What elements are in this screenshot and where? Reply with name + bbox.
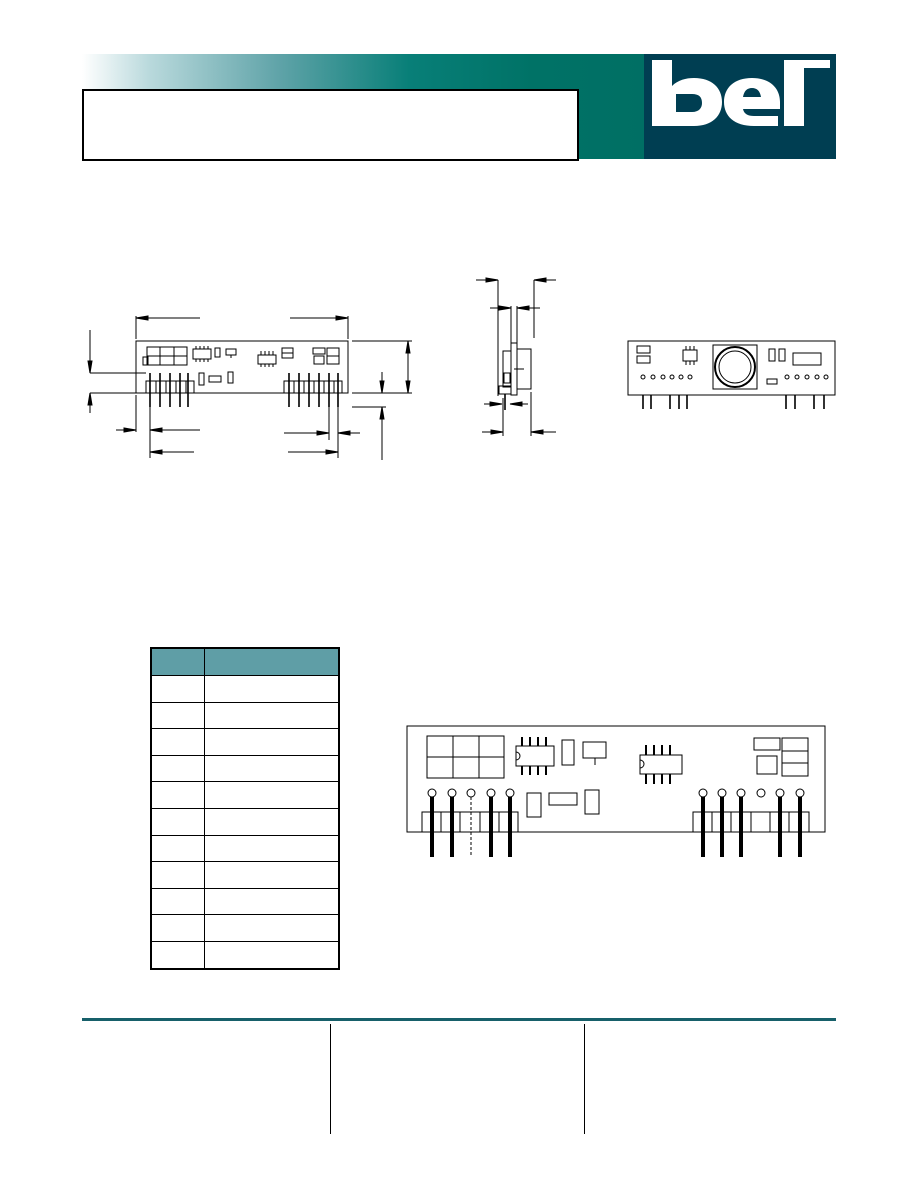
pin-cell <box>150 807 205 836</box>
footer-rule <box>82 1018 836 1021</box>
front-view-drawing <box>87 315 412 460</box>
footer-divider-2 <box>584 1024 585 1134</box>
table-row <box>150 728 340 756</box>
pin-cell <box>150 834 205 863</box>
side-view-drawing <box>476 277 556 436</box>
detail-view-drawing <box>406 725 826 857</box>
function-cell <box>204 834 340 863</box>
table-row <box>150 914 340 942</box>
pin-cell <box>150 861 205 889</box>
footer-divider-1 <box>330 1024 331 1134</box>
title-box <box>82 89 579 161</box>
table-row <box>150 781 340 809</box>
table-row <box>150 675 340 703</box>
pin-cell <box>150 914 205 942</box>
pin-cell <box>150 781 205 809</box>
function-cell <box>204 701 340 730</box>
function-cell <box>204 728 340 756</box>
function-cell <box>204 781 340 809</box>
table-row <box>150 861 340 889</box>
pin-cell <box>150 754 205 783</box>
table-row <box>150 754 340 783</box>
bel-logo-icon <box>652 60 830 126</box>
pin-cell <box>150 675 205 703</box>
table-row <box>150 887 340 916</box>
header-function <box>204 647 340 676</box>
header-pin <box>150 647 205 676</box>
table-row <box>150 807 340 836</box>
table-header-row <box>150 647 340 676</box>
function-cell <box>204 754 340 783</box>
table-row <box>150 701 340 730</box>
function-cell <box>204 807 340 836</box>
pin-cell <box>150 887 205 916</box>
function-cell <box>204 940 340 970</box>
pin-cell <box>150 701 205 730</box>
table-row <box>150 940 340 970</box>
pin-function-table <box>150 647 340 970</box>
function-cell <box>204 861 340 889</box>
rear-view-drawing <box>627 340 836 409</box>
pin-cell <box>150 728 205 756</box>
bel-logo <box>644 54 836 159</box>
function-cell <box>204 914 340 942</box>
function-cell <box>204 887 340 916</box>
table-row <box>150 834 340 863</box>
function-cell <box>204 675 340 703</box>
pin-cell <box>150 940 205 970</box>
